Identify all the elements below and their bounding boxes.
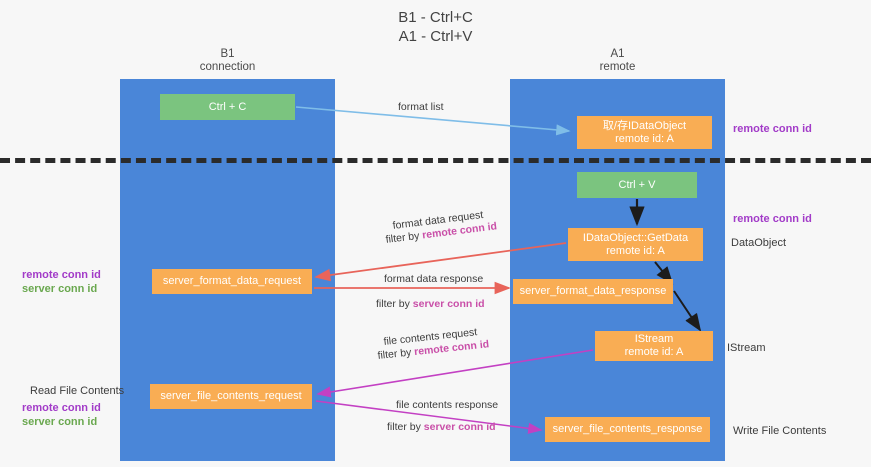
box-server-format-data-response-label: server_format_data_response bbox=[519, 285, 667, 297]
filter-prefix: filter by bbox=[377, 346, 415, 362]
box-ctrl-c-label: Ctrl + C bbox=[208, 100, 247, 113]
box-server-file-contents-response-label: server_file_contents_response bbox=[552, 423, 703, 435]
box-server-format-data-request[interactable]: server_format_data_request bbox=[152, 269, 312, 294]
side-label-left-server-conn-id-2: server conn id bbox=[22, 416, 98, 428]
box-getdata-line2: remote id: A bbox=[606, 244, 665, 257]
column-header-b1: B1 connection bbox=[199, 48, 256, 73]
side-label-dataobject: DataObject bbox=[731, 237, 787, 249]
box-data-object-line2: remote id: A bbox=[615, 132, 674, 145]
filter-key-server-conn-id: server conn id bbox=[423, 421, 496, 433]
box-server-format-data-request-label: server_format_data_request bbox=[162, 275, 302, 287]
label-format-data-response-filter: filter by server conn id bbox=[376, 298, 485, 311]
box-data-object-line1: 取/存IDataObject bbox=[602, 119, 687, 132]
side-label-left-server-conn-id: server conn id bbox=[22, 283, 98, 295]
box-getdata-line1: IDataObject::GetData bbox=[582, 231, 689, 244]
label-format-list: format list bbox=[398, 101, 444, 113]
side-label-left-remote-conn-id: remote conn id bbox=[22, 269, 101, 281]
box-data-object[interactable]: 取/存IDataObject remote id: A bbox=[577, 116, 712, 149]
box-istream-line2: remote id: A bbox=[624, 346, 684, 358]
side-label-remote-conn-id-top: remote conn id bbox=[733, 123, 812, 135]
section-divider bbox=[0, 158, 871, 163]
side-label-read-file-contents: Read File Contents bbox=[30, 385, 125, 397]
box-istream[interactable]: IStream remote id: A bbox=[595, 331, 713, 361]
side-label-left-remote-conn-id-2: remote conn id bbox=[22, 402, 101, 414]
side-label-istream: IStream bbox=[727, 342, 766, 354]
box-server-file-contents-request[interactable]: server_file_contents_request bbox=[150, 384, 312, 409]
column-header-a1: A1 remote bbox=[599, 48, 636, 73]
box-idataobject-getdata[interactable]: IDataObject::GetData remote id: A bbox=[568, 228, 703, 261]
box-server-file-contents-response[interactable]: server_file_contents_response bbox=[545, 417, 710, 442]
filter-prefix: filter by bbox=[385, 229, 423, 246]
box-ctrl-v[interactable]: Ctrl + V bbox=[577, 172, 697, 198]
side-label-left-conn-ids-2: remote conn id server conn id bbox=[22, 401, 101, 429]
filter-prefix: filter by bbox=[376, 298, 413, 310]
filter-key-server-conn-id: server conn id bbox=[412, 298, 485, 310]
side-label-remote-conn-id-mid: remote conn id bbox=[733, 213, 812, 225]
box-server-file-contents-request-label: server_file_contents_request bbox=[160, 390, 302, 402]
label-file-contents-response: file contents response bbox=[396, 399, 499, 411]
box-ctrl-v-label: Ctrl + V bbox=[618, 178, 656, 191]
label-format-data-response: format data response bbox=[384, 273, 484, 285]
filter-prefix: filter by bbox=[387, 421, 424, 433]
side-label-left-conn-ids: remote conn id server conn id bbox=[22, 268, 101, 296]
box-server-format-data-response[interactable]: server_format_data_response bbox=[513, 279, 673, 304]
box-ctrl-c[interactable]: Ctrl + C bbox=[160, 94, 295, 120]
label-file-contents-response-filter: filter by server conn id bbox=[387, 421, 496, 434]
box-istream-line1: IStream bbox=[634, 333, 674, 345]
side-label-write-file-contents: Write File Contents bbox=[733, 425, 827, 437]
page-title: B1 - Ctrl+C A1 - Ctrl+V bbox=[398, 9, 473, 45]
